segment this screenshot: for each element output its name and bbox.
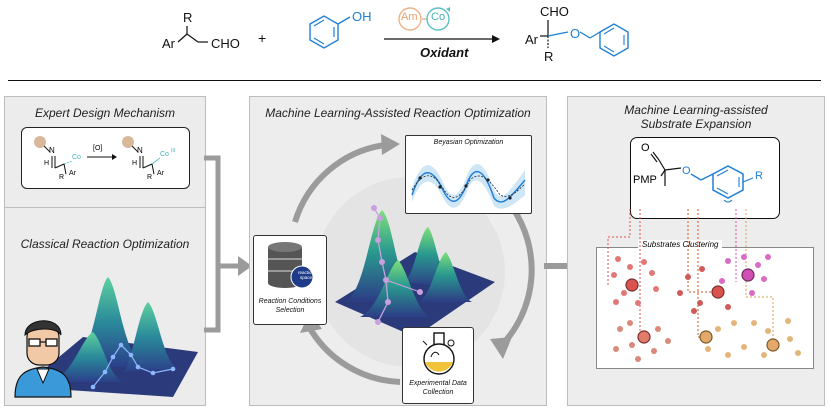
mech-r-label-2: R	[147, 174, 153, 181]
clustering-title: Substrates Clustering	[638, 240, 723, 249]
mechanism-box: [O] N H Co R Ar N H Co III R Ar	[21, 127, 190, 189]
bayesian-optimization-title: Beyasian Optimization	[433, 139, 504, 146]
substrate-expansion-title-1: Machine Learning-assisted	[624, 103, 768, 117]
bayesian-plot	[411, 164, 526, 209]
reaction-space-label: reaction space	[297, 270, 314, 280]
substrate-r-label: R	[755, 170, 763, 182]
left-connector	[204, 155, 252, 333]
oh-label: OH	[352, 9, 372, 24]
substrate-structure	[650, 151, 754, 203]
plus-sign: +	[258, 30, 267, 46]
catalyst-icons	[398, 7, 450, 31]
o-label: O	[682, 165, 691, 177]
cho-label: CHO	[211, 36, 240, 51]
substrate-expansion-title-2: Substrate Expansion	[640, 117, 752, 131]
mech-h-label: H	[44, 160, 50, 167]
oxidant-label: Oxidant	[420, 45, 469, 60]
mech-r-label: R	[59, 174, 65, 181]
middle-panel: Machine Learning-Assisted Reaction Optim…	[249, 96, 547, 406]
classical-landscape	[14, 277, 198, 398]
r-group-label: R	[183, 10, 193, 25]
reaction-conditions-box: reaction space Reaction Conditions Selec…	[253, 235, 327, 325]
flask-icon	[422, 332, 455, 375]
benzyl-alcohol-structure	[309, 15, 351, 49]
product-r: R	[544, 49, 554, 64]
mech-co-label: Co	[72, 154, 81, 161]
mech-co-ox-state: III	[171, 148, 176, 154]
expert-design-title: Expert Design Mechanism	[34, 106, 176, 120]
left-panel-divider	[5, 207, 205, 208]
mech-co-ox-label: Co	[160, 151, 169, 158]
rcs-label-line1: Reaction Conditions	[258, 298, 322, 305]
substrate-o-carbonyl: O	[641, 142, 650, 154]
mech-n-label: N	[49, 146, 55, 155]
mech-n-label-2: N	[137, 146, 143, 155]
pmp-label: PMP	[633, 174, 657, 186]
scientist-icon	[14, 320, 72, 398]
bayesian-optimization-box: Beyasian Optimization	[405, 135, 532, 214]
database-icon	[268, 242, 314, 289]
left-panel: Expert Design Mechanism [O] N H Co R Ar …	[4, 96, 206, 406]
edc-label-line1: Experimental Data	[409, 380, 467, 387]
mechanism-scheme	[34, 136, 161, 175]
product-ar: Ar	[525, 32, 538, 47]
mech-h-label-2: H	[132, 160, 138, 167]
classical-optimization-title: Classical Reaction Optimization	[20, 237, 190, 251]
aldehyde-bonds	[177, 26, 208, 43]
reaction-arrow	[384, 35, 500, 43]
product-bonds	[540, 20, 629, 57]
product-cho: CHO	[540, 4, 569, 19]
divider-line	[8, 80, 821, 81]
catalyst-co: Co	[431, 11, 446, 23]
mech-ar-label-2: Ar	[157, 170, 164, 177]
edc-label-line2: Collection	[422, 389, 454, 396]
rcs-label-line2: Selection	[275, 307, 305, 314]
substrate-structure-box: PMP O O R	[630, 137, 780, 219]
product-o: O	[570, 26, 581, 41]
catalyst-am: Am	[401, 11, 418, 23]
ml-landscape	[335, 205, 495, 337]
right-panel: Machine Learning-assisted Substrate Expa…	[567, 96, 825, 406]
reaction-scheme: R Ar CHO + OH Am Co Oxidant	[0, 0, 831, 80]
cluster-scatter	[607, 209, 801, 362]
mech-oxidant-label: [O]	[93, 145, 103, 152]
experimental-data-box: Experimental Data Collection	[402, 327, 474, 404]
mech-ar-label: Ar	[69, 170, 76, 177]
ml-optimization-title: Machine Learning-Assisted Reaction Optim…	[265, 106, 531, 120]
ar-label: Ar	[162, 36, 175, 51]
